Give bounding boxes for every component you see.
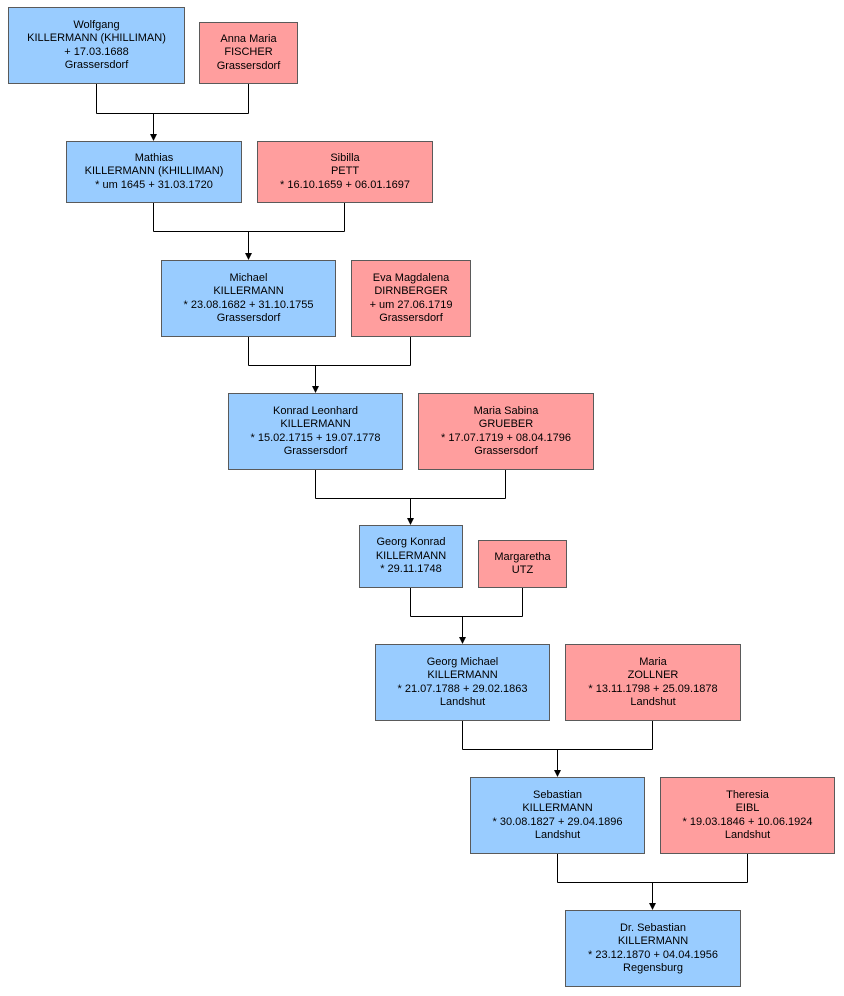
spouse-line: FISCHER — [224, 46, 273, 59]
person-line: Michael — [229, 271, 268, 284]
spouse-line: DIRNBERGER — [374, 285, 448, 297]
person-line: * 23.12.1870 + 04.04.1956 — [588, 948, 718, 961]
person-box-georg-konrad-killermann: Georg Konrad KILLERMANN * 29.11.1748 — [359, 525, 463, 588]
spouse-line: ZOLLNER — [627, 669, 679, 681]
person-line: * 15.02.1715 + 19.07.1778 — [250, 431, 381, 444]
spouse-box-margaretha-utz: Margaretha UTZ — [478, 540, 567, 588]
descent-arrow-icon — [554, 770, 561, 777]
spouse-line: * 16.10.1659 + 06.01.1697 — [280, 178, 410, 191]
person-line: Landshut — [534, 829, 581, 841]
person-line: Mathias — [134, 151, 174, 164]
spouse-line: Anna Maria — [220, 32, 277, 45]
spouse-line: * 17.07.1719 + 08.04.1796 — [441, 431, 571, 444]
spouse-line: UTZ — [511, 564, 534, 576]
descent-arrow-icon — [649, 903, 656, 910]
spouse-line: Grassersdorf — [474, 445, 538, 457]
spouse-line: * 19.03.1846 + 10.06.1924 — [682, 815, 813, 828]
spouse-line: Maria Sabina — [473, 404, 539, 417]
descent-arrow-icon — [245, 253, 252, 260]
person-line: KILLERMANN — [375, 549, 447, 562]
spouse-line: Eva Magdalena — [372, 271, 450, 284]
person-line: Grassersdorf — [216, 312, 281, 324]
person-line: * um 1645 + 31.03.1720 — [95, 178, 213, 191]
spouse-box-maria-sabina-grueber: Maria Sabina GRUEBER * 17.07.1719 + 08.0… — [418, 393, 594, 470]
person-line: KILLERMANN — [617, 935, 689, 947]
person-line: KILLERMANN — [522, 802, 593, 814]
person-line: Georg Michael — [426, 655, 499, 668]
person-box-konrad-leonhard-killermann: Konrad Leonhard KILLERMANN * 15.02.1715 … — [228, 393, 403, 470]
spouse-line: Grassersdorf — [379, 312, 443, 324]
descent-arrow-icon — [459, 637, 466, 644]
person-line: KILLERMANN (KHILLIMAN) — [27, 32, 166, 44]
person-line: Georg Konrad — [376, 536, 446, 549]
person-line: Grassersdorf — [283, 445, 348, 457]
person-line: + 17.03.1688 — [64, 45, 129, 58]
spouse-box-sibilla-pett: Sibilla PETT * 16.10.1659 + 06.01.1697 — [257, 141, 433, 203]
person-line: Wolfgang — [73, 18, 120, 31]
person-line: Konrad Leonhard — [272, 404, 358, 417]
person-box-mathias-killermann: Mathias KILLERMANN (KHILLIMAN) * um 1645… — [66, 141, 242, 203]
spouse-line: + um 27.06.1719 — [369, 298, 453, 311]
person-line: * 30.08.1827 + 29.04.1896 — [492, 815, 623, 828]
spouse-line: * 13.11.1798 + 25.09.1878 — [588, 682, 718, 695]
spouse-box-anna-maria-fischer: Anna Maria FISCHER Grassersdorf — [199, 22, 298, 84]
person-line: KILLERMANN (KHILLIMAN) — [84, 165, 224, 178]
person-line: KILLERMANN — [280, 418, 351, 430]
person-line: Grassersdorf — [64, 59, 129, 71]
spouse-line: Maria — [639, 655, 667, 668]
spouse-line: GRUEBER — [478, 418, 534, 430]
descent-arrow-icon — [312, 386, 319, 393]
spouse-line: EIBL — [735, 802, 760, 814]
person-line: Regensburg — [623, 962, 683, 974]
person-box-michael-killermann: Michael KILLERMANN * 23.08.1682 + 31.10.… — [161, 260, 336, 337]
spouse-line: Theresia — [726, 788, 769, 801]
person-line: * 29.11.1748 — [380, 563, 442, 576]
person-line: Landshut — [439, 696, 486, 708]
spouse-line: PETT — [330, 165, 360, 178]
spouse-line: Sibilla — [330, 151, 360, 164]
spouse-line: Grassersdorf — [216, 59, 281, 72]
person-line: KILLERMANN — [427, 669, 498, 681]
spouse-line: Landshut — [630, 696, 676, 708]
spouse-box-maria-zollner: Maria ZOLLNER * 13.11.1798 + 25.09.1878 … — [565, 644, 741, 721]
person-box-dr-sebastian-killermann: Dr. Sebastian KILLERMANN * 23.12.1870 + … — [565, 910, 741, 987]
spouse-box-theresia-eibl: Theresia EIBL * 19.03.1846 + 10.06.1924 … — [660, 777, 835, 854]
spouse-line: Landshut — [724, 829, 771, 841]
spouse-line: Margaretha — [494, 550, 551, 563]
person-line: Dr. Sebastian — [619, 921, 687, 934]
person-box-sebastian-killermann: Sebastian KILLERMANN * 30.08.1827 + 29.0… — [470, 777, 645, 854]
person-line: Sebastian — [533, 788, 582, 801]
person-line: KILLERMANN — [213, 285, 284, 297]
person-line: * 21.07.1788 + 29.02.1863 — [397, 682, 528, 695]
person-box-georg-michael-killermann: Georg Michael KILLERMANN * 21.07.1788 + … — [375, 644, 550, 721]
spouse-box-eva-magdalena-dirnberger: Eva Magdalena DIRNBERGER + um 27.06.1719… — [351, 260, 471, 337]
person-line: * 23.08.1682 + 31.10.1755 — [183, 298, 314, 311]
descent-arrow-icon — [407, 518, 414, 525]
descent-arrow-icon — [150, 134, 157, 141]
person-box-wolfgang-killermann: Wolfgang KILLERMANN (KHILLIMAN) + 17.03.… — [8, 7, 185, 84]
